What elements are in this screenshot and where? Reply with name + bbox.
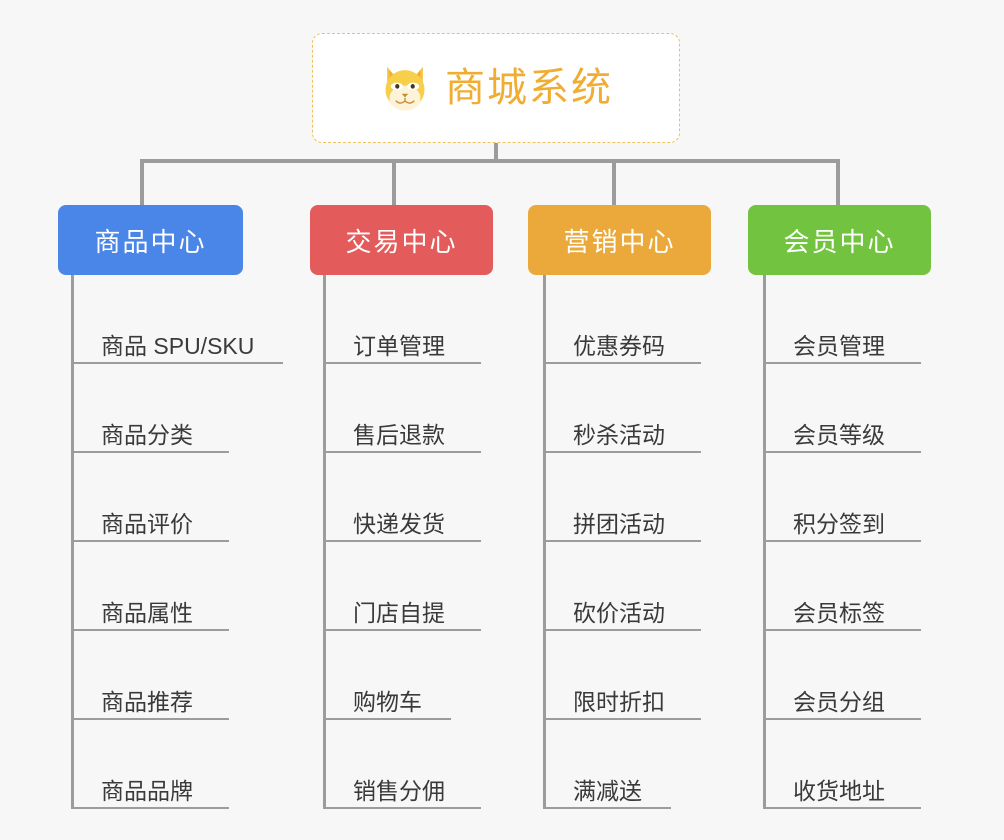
leaf-column-0: 商品 SPU/SKU 商品分类商品评价商品属性商品推荐商品品牌 — [71, 275, 283, 809]
leaf-item[interactable]: 售后退款 — [323, 364, 481, 453]
leaf-item-underline — [71, 629, 229, 631]
leaf-item[interactable]: 商品推荐 — [71, 631, 254, 720]
leaf-item-underline — [71, 807, 229, 809]
leaf-item-underline — [763, 540, 921, 542]
leaf-item-underline — [543, 362, 701, 364]
leaf-item[interactable]: 秒杀活动 — [543, 364, 701, 453]
connector-drop-branch-0 — [140, 159, 144, 205]
leaf-item-label: 购物车 — [353, 688, 422, 715]
leaf-item-underline — [763, 451, 921, 453]
leaf-item[interactable]: 商品评价 — [71, 453, 254, 542]
leaf-item-label: 秒杀活动 — [573, 421, 665, 448]
leaf-item-underline — [323, 629, 481, 631]
leaf-item[interactable]: 会员分组 — [763, 631, 921, 720]
leaf-item-label: 销售分佣 — [353, 777, 445, 804]
leaf-item[interactable]: 购物车 — [323, 631, 451, 720]
leaf-item[interactable]: 商品品牌 — [71, 720, 254, 809]
leaf-item[interactable]: 商品属性 — [71, 542, 254, 631]
leaf-item[interactable]: 收货地址 — [763, 720, 921, 809]
leaf-item-label: 商品属性 — [101, 599, 193, 626]
leaf-item-label: 优惠券码 — [573, 332, 665, 359]
leaf-item-label: 会员分组 — [793, 688, 885, 715]
leaf-item-label: 商品 SPU/SKU — [101, 332, 255, 359]
leaf-item-underline — [323, 807, 481, 809]
connector-root-stem — [494, 143, 498, 161]
connector-drop-branch-2 — [612, 159, 616, 205]
leaf-item-label: 会员管理 — [793, 332, 885, 359]
category-box-2[interactable]: 营销中心 — [528, 205, 711, 275]
connector-drop-branch-3 — [836, 159, 840, 205]
leaf-item[interactable]: 商品 SPU/SKU — [71, 275, 283, 364]
leaf-item[interactable]: 门店自提 — [323, 542, 481, 631]
leaf-item-label: 商品推荐 — [101, 688, 193, 715]
leaf-item-label: 拼团活动 — [573, 510, 665, 537]
leaf-trunk — [71, 275, 74, 809]
category-label: 营销中心 — [563, 226, 676, 257]
root-title: 商城系统 — [445, 66, 613, 110]
category-label: 商品中心 — [94, 226, 207, 257]
leaf-item-label: 收货地址 — [793, 777, 885, 804]
leaf-item[interactable]: 商品分类 — [71, 364, 254, 453]
leaf-item-label: 商品评价 — [101, 510, 193, 537]
leaf-item-label: 会员等级 — [793, 421, 885, 448]
shiba-dog-face-icon — [385, 66, 425, 111]
leaf-item-underline — [763, 807, 921, 809]
leaf-item[interactable]: 拼团活动 — [543, 453, 701, 542]
leaf-column-2: 优惠券码秒杀活动拼团活动砍价活动限时折扣满减送 — [543, 275, 701, 809]
leaf-item[interactable]: 销售分佣 — [323, 720, 481, 809]
category-box-1[interactable]: 交易中心 — [310, 205, 493, 275]
leaf-trunk — [763, 275, 766, 809]
leaf-item-label: 满减送 — [573, 777, 642, 804]
leaf-item-underline — [763, 629, 921, 631]
leaf-item-underline — [763, 362, 921, 364]
leaf-item-label: 商品品牌 — [101, 777, 193, 804]
category-label: 会员中心 — [783, 226, 896, 257]
leaf-item-underline — [71, 540, 229, 542]
leaf-item-underline — [543, 629, 701, 631]
leaf-item-label: 商品分类 — [101, 421, 193, 448]
leaf-item[interactable]: 会员等级 — [763, 364, 921, 453]
leaf-item-label: 砍价活动 — [573, 599, 665, 626]
leaf-item-label: 快递发货 — [353, 510, 445, 537]
leaf-item-underline — [71, 362, 283, 364]
leaf-item[interactable]: 砍价活动 — [543, 542, 701, 631]
root-node[interactable]: 商城系统 — [312, 33, 680, 143]
category-box-0[interactable]: 商品中心 — [58, 205, 243, 275]
leaf-item-label: 积分签到 — [793, 510, 885, 537]
connector-drop-branch-1 — [392, 159, 396, 205]
leaf-column-1: 订单管理售后退款快递发货门店自提购物车销售分佣 — [323, 275, 481, 809]
leaf-item-underline — [323, 718, 451, 720]
leaf-item-label: 门店自提 — [353, 599, 445, 626]
leaf-item-underline — [763, 718, 921, 720]
leaf-item[interactable]: 积分签到 — [763, 453, 921, 542]
leaf-item[interactable]: 满减送 — [543, 720, 671, 809]
leaf-item-underline — [323, 362, 481, 364]
leaf-item-label: 订单管理 — [353, 332, 445, 359]
leaf-trunk — [323, 275, 326, 809]
leaf-item-underline — [543, 718, 701, 720]
leaf-item[interactable]: 订单管理 — [323, 275, 481, 364]
leaf-item-underline — [543, 807, 671, 809]
leaf-trunk — [543, 275, 546, 809]
category-box-3[interactable]: 会员中心 — [748, 205, 931, 275]
leaf-item-label: 限时折扣 — [573, 688, 665, 715]
leaf-item[interactable]: 会员标签 — [763, 542, 921, 631]
leaf-item[interactable]: 优惠券码 — [543, 275, 701, 364]
leaf-item-label: 会员标签 — [793, 599, 885, 626]
leaf-item-underline — [323, 451, 481, 453]
category-label: 交易中心 — [345, 226, 458, 257]
leaf-item[interactable]: 快递发货 — [323, 453, 481, 542]
leaf-item-underline — [543, 451, 701, 453]
connector-horizontal-bus — [140, 159, 840, 163]
leaf-column-3: 会员管理会员等级积分签到会员标签会员分组收货地址 — [763, 275, 921, 809]
leaf-item-underline — [323, 540, 481, 542]
leaf-item-underline — [543, 540, 701, 542]
leaf-item[interactable]: 会员管理 — [763, 275, 921, 364]
leaf-item-label: 售后退款 — [353, 421, 445, 448]
leaf-item-underline — [71, 718, 229, 720]
leaf-item-underline — [71, 451, 229, 453]
leaf-item[interactable]: 限时折扣 — [543, 631, 701, 720]
